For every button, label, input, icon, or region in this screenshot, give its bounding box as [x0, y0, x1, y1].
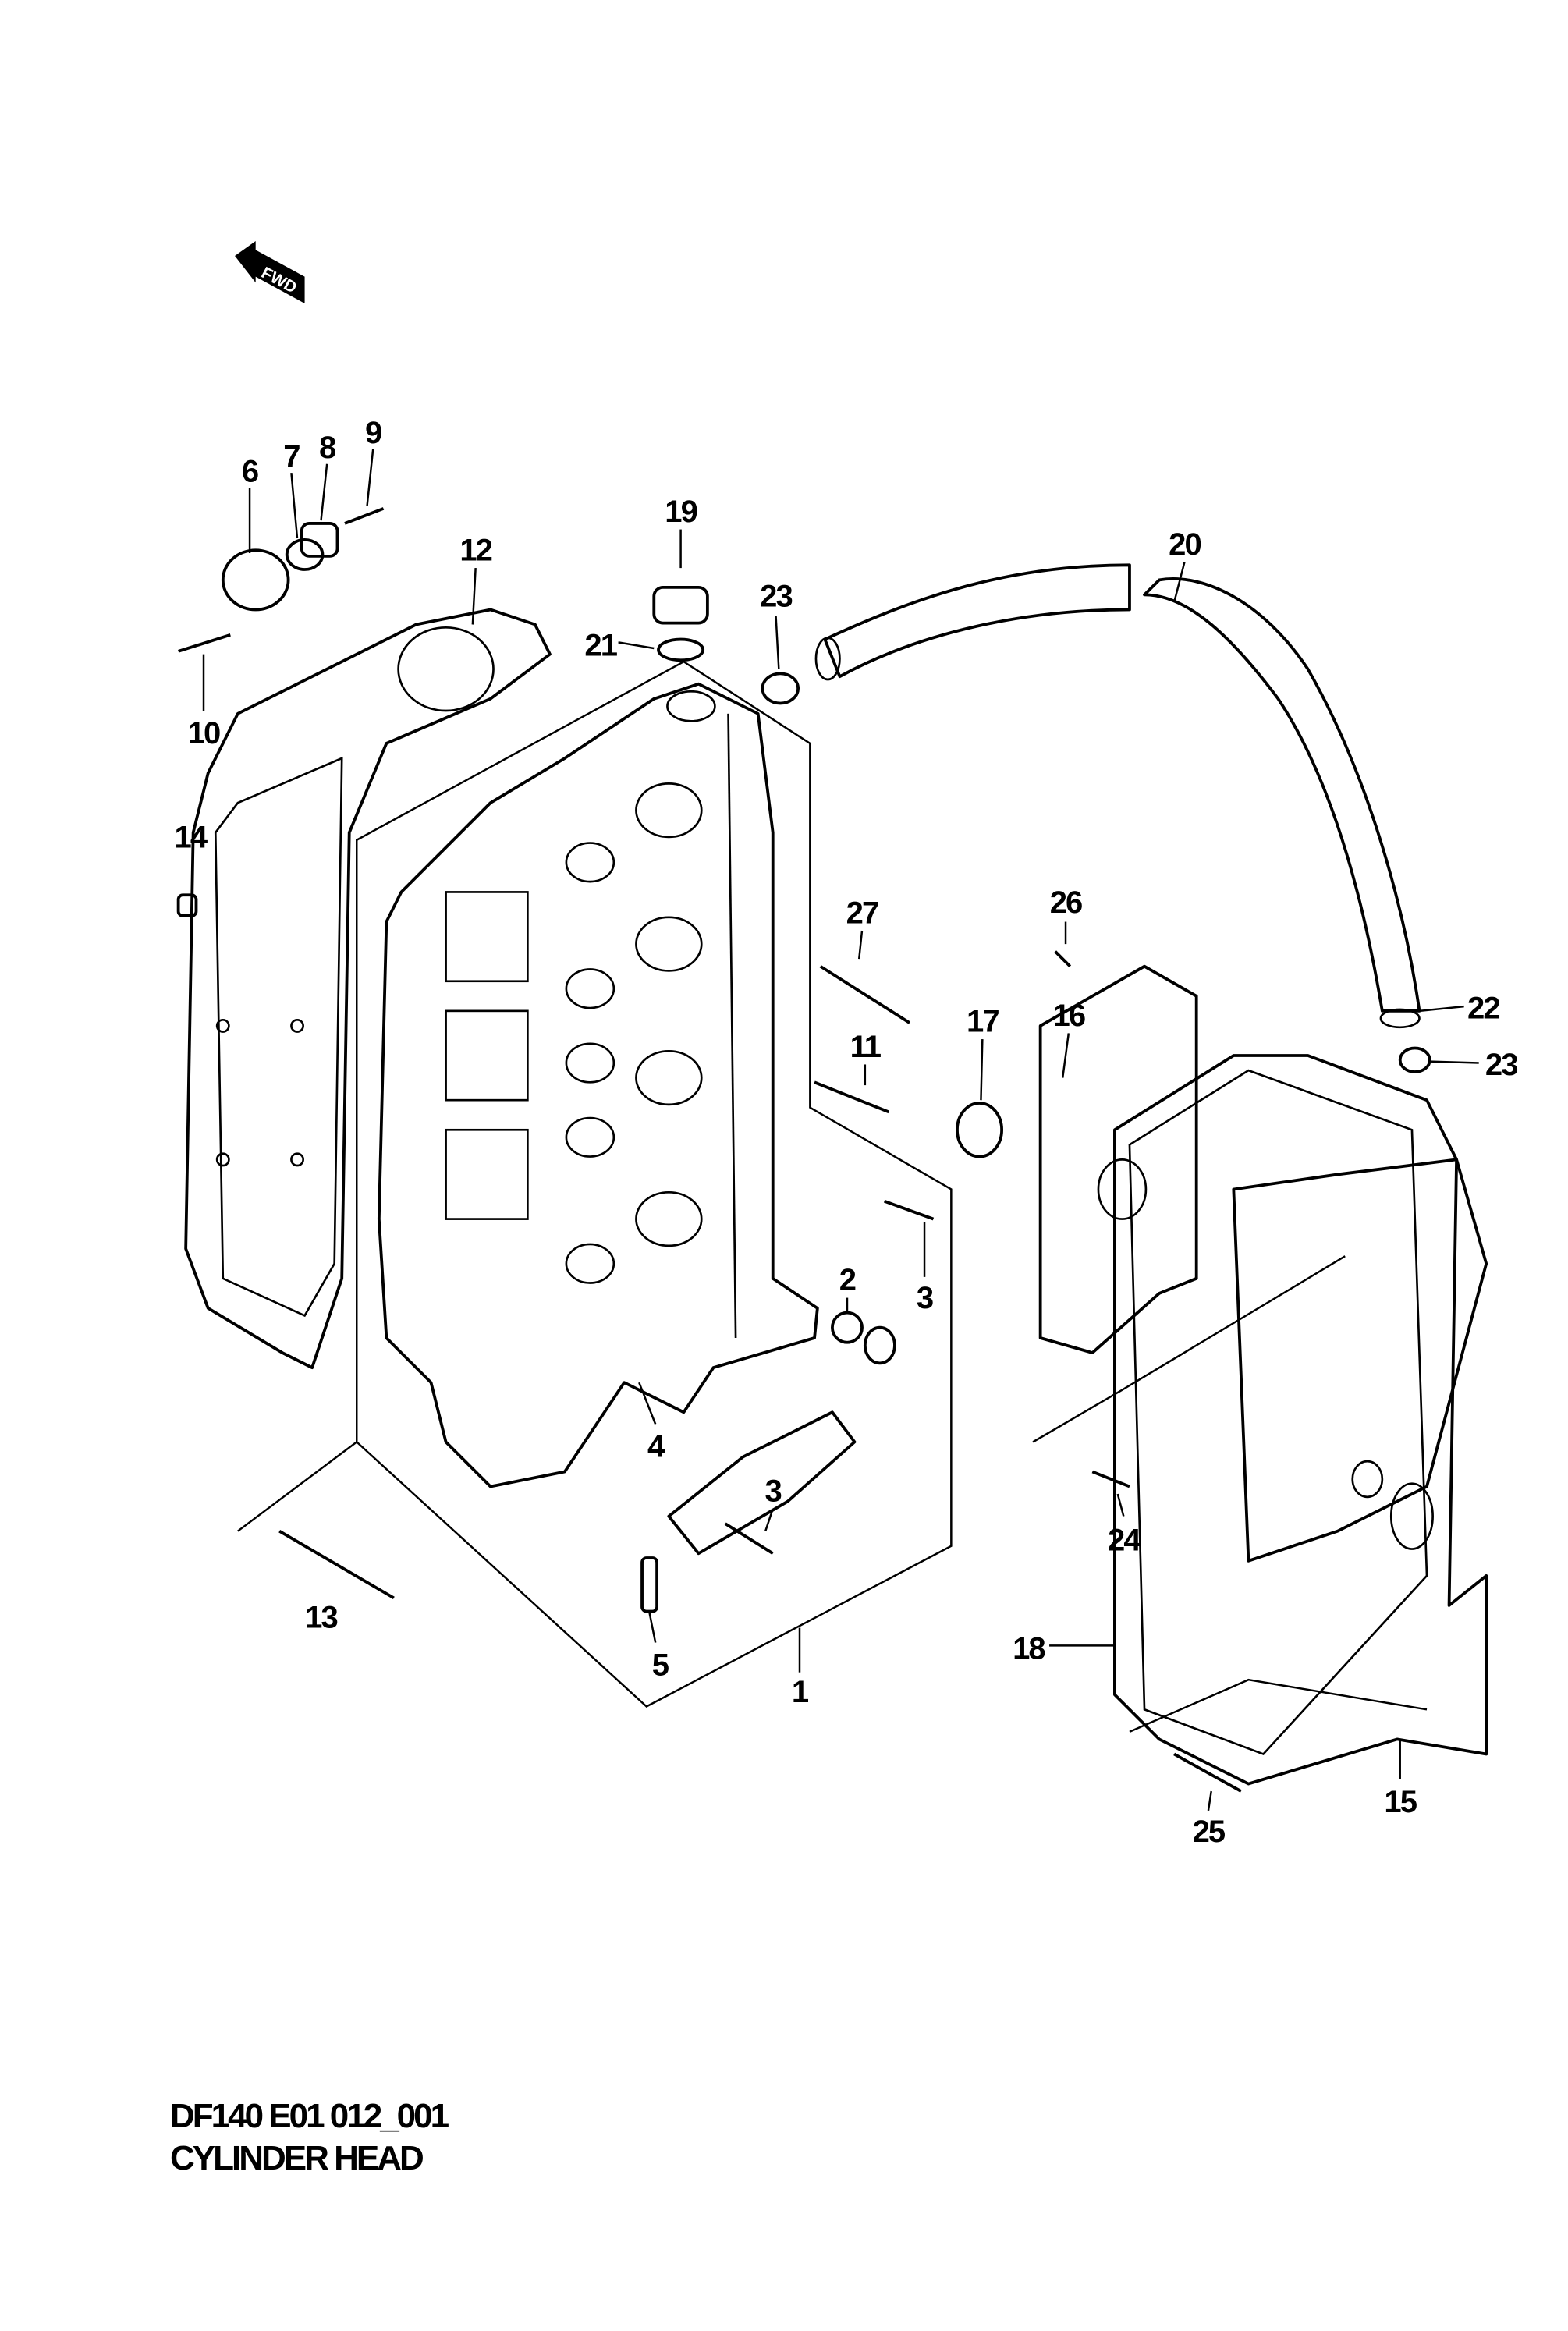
part-label[interactable]: 18: [1013, 1632, 1047, 1666]
part-label[interactable]: 14: [175, 820, 210, 854]
part-label[interactable]: 13: [305, 1601, 339, 1635]
leader-lines: [202, 449, 1479, 1811]
part-label[interactable]: 8: [319, 431, 338, 465]
part-label[interactable]: 7: [283, 440, 301, 474]
part-label[interactable]: 9: [365, 416, 383, 450]
small-parts: [176, 507, 1431, 1793]
cylinder-head-gasket: [184, 608, 552, 1370]
part-label[interactable]: 4: [647, 1429, 667, 1464]
part-label[interactable]: 24: [1108, 1523, 1143, 1557]
head-cover: [1032, 964, 1488, 1786]
part-label[interactable]: 21: [584, 629, 619, 663]
part-label[interactable]: 6: [242, 455, 260, 489]
part-label[interactable]: 26: [1050, 885, 1084, 920]
part-label[interactable]: 17: [967, 1005, 1000, 1039]
part-label[interactable]: 23: [760, 580, 793, 614]
part-label[interactable]: 23: [1485, 1048, 1519, 1082]
cylinder-head: [237, 660, 953, 1708]
part-label[interactable]: 1: [792, 1675, 811, 1709]
part-label[interactable]: 12: [459, 534, 493, 568]
part-label[interactable]: 19: [665, 495, 698, 529]
diagram-code: DF140 E01 012_001: [170, 2097, 449, 2135]
part-label[interactable]: 11: [850, 1030, 883, 1064]
part-label[interactable]: 16: [1053, 999, 1087, 1033]
part-label[interactable]: 25: [1193, 1815, 1227, 1849]
breather-hose: [814, 563, 1421, 1029]
part-label[interactable]: 27: [846, 896, 880, 930]
part-label[interactable]: 10: [188, 716, 222, 750]
part-label[interactable]: 20: [1169, 527, 1202, 562]
part-label[interactable]: 3: [917, 1281, 935, 1315]
part-label[interactable]: 22: [1467, 991, 1501, 1025]
part-label[interactable]: 5: [652, 1648, 671, 1682]
part-label[interactable]: 2: [839, 1263, 857, 1297]
part-label[interactable]: 15: [1384, 1785, 1418, 1819]
part-labels: 1 2 3 3 4 5 6 7 8 9 10 11 12 13 14 15 16…: [175, 416, 1520, 1849]
fwd-arrow-icon: FWD: [235, 240, 305, 303]
diagram-title: CYLINDER HEAD: [170, 2139, 424, 2177]
part-label[interactable]: 3: [765, 1474, 783, 1509]
